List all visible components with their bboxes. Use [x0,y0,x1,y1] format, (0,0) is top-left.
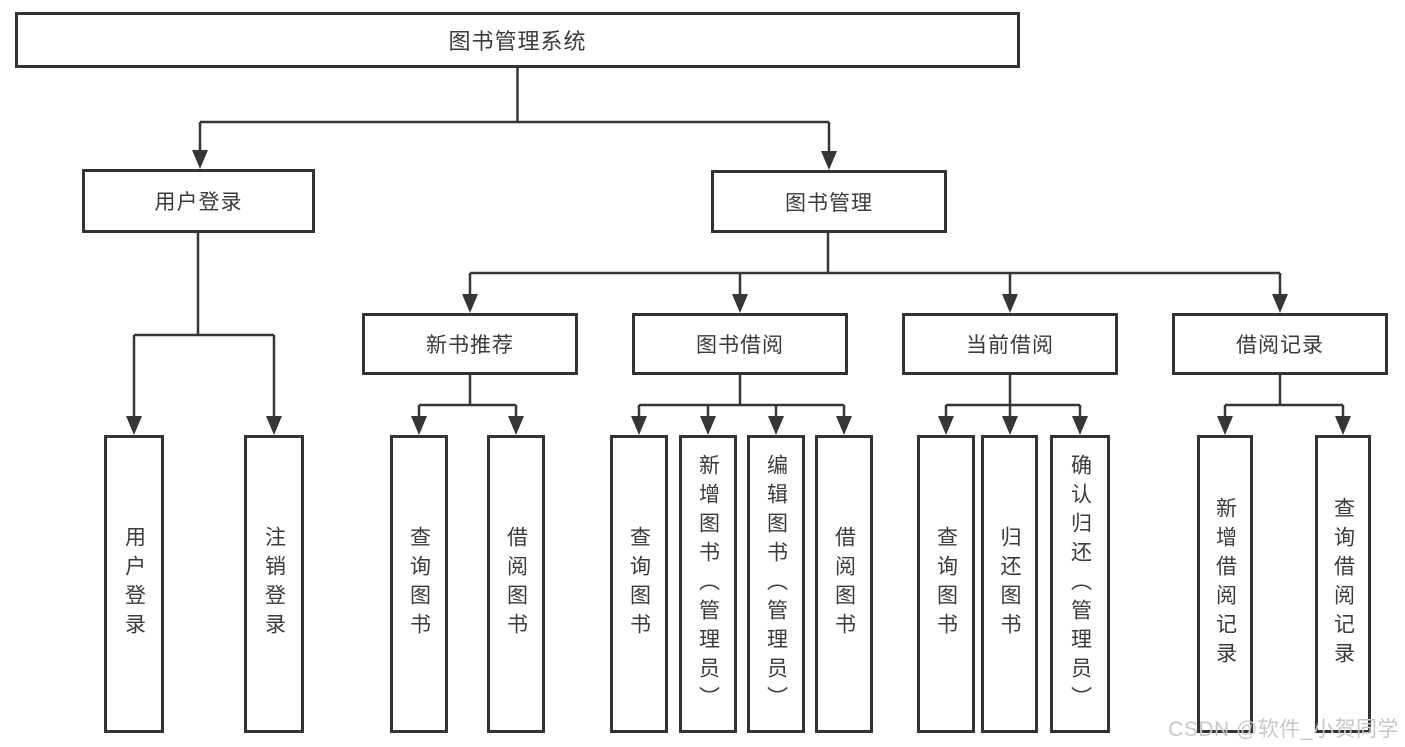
connector-bookmgmt-to-level3 [468,233,1282,298]
node-leaf-br-query-record: 查询借阅记录 [1315,435,1371,733]
node-book-mgmt: 图书管理 [711,170,947,233]
node-leaf-user-login: 用户登录 [104,435,164,733]
arrow-into-leaf-cb-confirm [1072,416,1088,435]
connector-userlogin-to-leaves [132,233,276,420]
node-borrow-rec: 借阅记录 [1172,313,1388,375]
node-book-borrow: 图书借阅 [632,313,848,375]
arrow-into-leaf-cb-return [1002,416,1018,435]
arrowheads [126,150,1351,435]
arrow-into-leaf-br-add [1217,416,1233,435]
node-leaf-br-add-record: 新增借阅记录 [1197,435,1253,733]
arrow-into-leaf-rec-query [411,416,427,435]
arrow-into-new-book-rec [462,294,478,313]
arrow-into-cur-borrow [1002,294,1018,313]
node-new-book-rec: 新书推荐 [362,313,578,375]
arrow-into-leaf-logout [266,416,282,435]
node-leaf-bb-edit-book: 编辑图书（管理员） [747,435,805,733]
arrow-into-book-borrow [732,294,748,313]
arrow-into-leaf-rec-borrow [508,416,524,435]
node-leaf-logout: 注销登录 [244,435,304,733]
connector-current-to-leaves [944,375,1082,420]
node-user-login: 用户登录 [82,169,315,233]
node-leaf-rec-borrow-book: 借阅图书 [487,435,545,733]
connector-newrec-to-leaves [417,375,518,420]
connector-root-to-level2 [198,68,831,155]
node-leaf-bb-borrow-book: 借阅图书 [815,435,873,733]
connector-borrow-to-leaves [637,375,846,420]
node-leaf-bb-query-book: 查询图书 [610,435,668,733]
node-leaf-cb-confirm-return: 确认归还（管理员） [1050,435,1110,733]
arrow-into-leaf-bb-borrow [836,416,852,435]
node-cur-borrow: 当前借阅 [902,313,1118,375]
node-leaf-cb-return-book: 归还图书 [981,435,1038,733]
arrow-into-leaf-user-login [126,416,142,435]
node-leaf-bb-add-book: 新增图书（管理员） [679,435,737,733]
arrow-into-user-login [192,150,208,169]
node-leaf-rec-query-book: 查询图书 [390,435,448,733]
arrow-into-borrow-rec [1272,294,1288,313]
arrow-into-leaf-cb-query [938,416,954,435]
arrow-into-leaf-bb-query [631,416,647,435]
arrow-into-leaf-br-query [1335,416,1351,435]
arrow-into-book-mgmt [821,151,837,170]
arrow-into-leaf-bb-add [700,416,716,435]
node-root: 图书管理系统 [15,12,1020,68]
connector-lines [132,68,1345,420]
node-leaf-cb-query-book: 查询图书 [917,435,975,733]
arrow-into-leaf-bb-edit [768,416,784,435]
connector-record-to-leaves [1223,375,1345,420]
watermark: CSDN @软件_小贺同学 [1168,718,1399,741]
